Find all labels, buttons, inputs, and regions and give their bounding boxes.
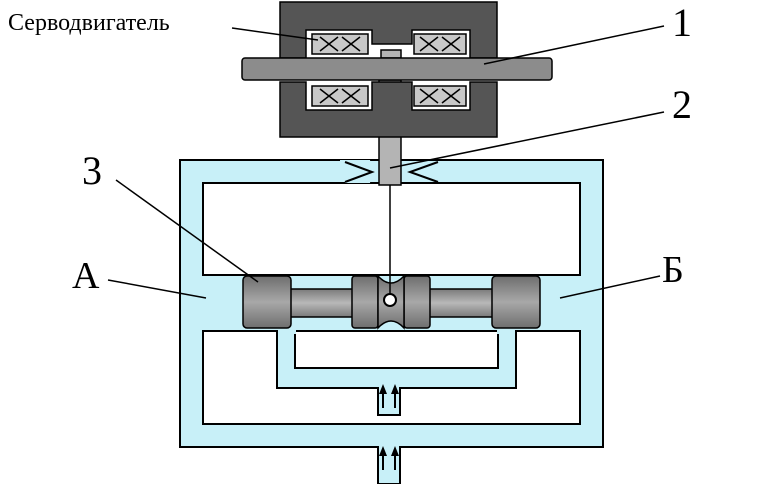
label-3: 3 (82, 148, 102, 193)
leader-b (559, 275, 661, 299)
label-1: 1 (672, 0, 692, 45)
label-a: А (72, 255, 100, 297)
coil-upper-right (413, 33, 467, 55)
coil-upper-left (311, 33, 369, 55)
leader-servomotor (231, 27, 319, 41)
leader-1 (483, 25, 665, 65)
nozzle-left-wedge (344, 161, 375, 183)
servomotor (241, 1, 553, 138)
leader-2 (389, 111, 665, 169)
supply-arrows (379, 384, 399, 470)
coil-lower-left (311, 85, 369, 107)
spool-land-right (491, 275, 541, 329)
left-nozzle (340, 160, 372, 183)
supply-arrow-upper (379, 384, 399, 408)
nozzle-right-wedge (407, 161, 439, 183)
label-2: 2 (672, 82, 692, 127)
leader-a (107, 279, 207, 299)
coil-lower-right (413, 85, 467, 107)
spool-land-center-right (403, 275, 431, 329)
spool-land-left (242, 275, 292, 329)
servomotor-label: Серводвигатель (8, 10, 170, 36)
label-b: Б (662, 249, 684, 291)
spool-land-center-left (351, 275, 379, 329)
pivot-ball (383, 293, 397, 307)
armature (241, 57, 553, 81)
motor-lower-core (279, 81, 498, 138)
supply-channel (276, 330, 517, 416)
armature-top-tab (380, 49, 402, 59)
leader-3 (115, 179, 259, 283)
leader-lines (107, 25, 665, 299)
spool (242, 274, 541, 330)
supply-arrow-lower (379, 446, 399, 470)
